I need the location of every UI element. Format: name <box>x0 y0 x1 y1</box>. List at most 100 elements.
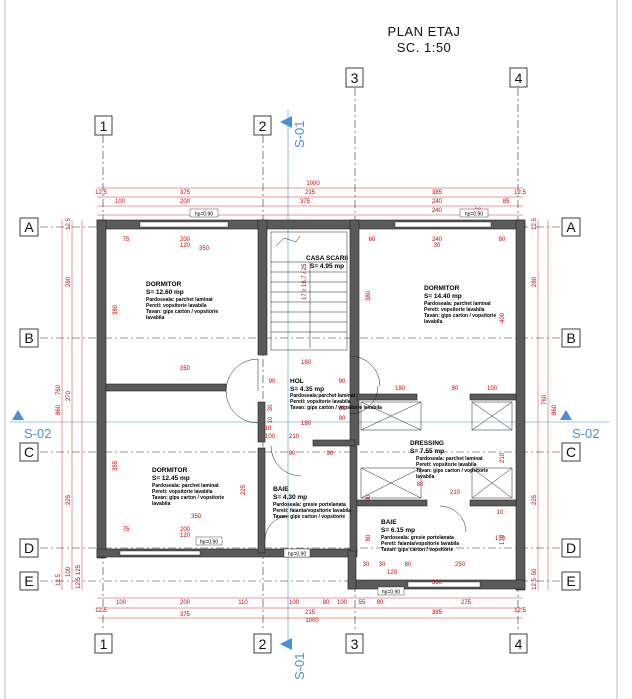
svg-text:375: 375 <box>180 190 191 196</box>
svg-text:4: 4 <box>515 636 523 652</box>
bottom-dimensions-row1: 12.5 100 200 110 100 80 100 55 80 385 27… <box>95 600 526 616</box>
room-dormitor-3: DORMITOR S= 12.45 mp Pardoseala: parchet… <box>152 467 224 507</box>
svg-text:90: 90 <box>327 451 334 457</box>
svg-text:DRESSING: DRESSING <box>410 440 444 447</box>
svg-text:12.5: 12.5 <box>532 578 538 590</box>
axis-marker-B-left: B <box>19 328 39 348</box>
svg-text:100: 100 <box>116 600 127 606</box>
top-dimensions-row1: 12.5 375 215 385 12.5 <box>95 190 526 196</box>
svg-text:30: 30 <box>268 404 274 411</box>
svg-text:Pereti: vopsitorie lavabila: Pereti: vopsitorie lavabila <box>424 307 485 313</box>
svg-text:60: 60 <box>369 237 376 243</box>
svg-text:860: 860 <box>56 404 62 415</box>
svg-text:100: 100 <box>66 566 72 577</box>
axis-marker-B-right: B <box>561 328 581 348</box>
svg-text:12.5: 12.5 <box>532 218 538 230</box>
svg-text:210: 210 <box>450 490 461 496</box>
svg-text:C: C <box>24 444 34 460</box>
hp-label-bottom-mid: hp=0.90 <box>283 548 311 558</box>
room-dressing: DRESSING S= 7.55 mp Pardoseala: parchet … <box>410 440 488 480</box>
svg-text:170: 170 <box>500 534 506 545</box>
axis-marker-E-left: E <box>19 571 39 591</box>
svg-text:Tavan: gips carton / vopsitori: Tavan: gips carton / vopsitorie <box>273 514 345 520</box>
svg-text:Pereti: faianta/vopsitorie lav: Pereti: faianta/vopsitorie lavabila <box>273 508 351 514</box>
axis-marker-E-right: E <box>561 571 581 591</box>
svg-text:90: 90 <box>269 379 276 385</box>
svg-text:275: 275 <box>461 600 472 606</box>
svg-text:3: 3 <box>351 636 359 652</box>
svg-text:50: 50 <box>532 568 538 575</box>
svg-text:lavabila: lavabila <box>152 501 171 507</box>
hp-label-top-left: hp=0.90 <box>189 208 219 218</box>
svg-text:760: 760 <box>56 384 62 395</box>
svg-text:Pardoseala: gresie portelanata: Pardoseala: gresie portelanata <box>273 502 346 508</box>
svg-text:120: 120 <box>180 243 191 249</box>
svg-text:120: 120 <box>180 533 191 539</box>
svg-text:12.5: 12.5 <box>514 190 526 196</box>
svg-text:240: 240 <box>432 199 443 205</box>
room-hol: HOL S= 4.35 mp Pardoseala:parchet lamina… <box>290 378 382 411</box>
svg-text:Pardoseala: parchet laminat: Pardoseala: parchet laminat <box>416 456 483 462</box>
svg-text:125: 125 <box>76 564 82 575</box>
svg-text:180: 180 <box>395 386 406 392</box>
svg-text:CASA SCARII: CASA SCARII <box>306 255 348 262</box>
svg-text:Pereti: faianta/vopsitorie lav: Pereti: faianta/vopsitorie lavabila <box>381 541 459 547</box>
section-label-s01-top: S-01 <box>292 121 307 148</box>
svg-text:1: 1 <box>100 118 108 134</box>
svg-text:4: 4 <box>515 70 523 86</box>
svg-text:225: 225 <box>66 494 72 505</box>
svg-text:210: 210 <box>500 452 506 463</box>
hp-label-top-right: hp=0.90 <box>459 208 489 218</box>
section-arrow-s01-bottom <box>280 638 292 650</box>
top-dimensions-row2: 100 200 375 240 85 <box>115 199 510 205</box>
svg-text:Pereti: vopsitorie lavabila: Pereti: vopsitorie lavabila <box>152 489 213 495</box>
svg-text:30: 30 <box>434 243 441 249</box>
axis-marker-C-left: C <box>19 442 39 462</box>
svg-text:375: 375 <box>180 612 191 618</box>
svg-text:210: 210 <box>289 434 300 440</box>
svg-text:S= 6.15 mp: S= 6.15 mp <box>381 527 415 534</box>
svg-text:375: 375 <box>300 199 311 205</box>
svg-text:120: 120 <box>387 570 398 576</box>
svg-text:225: 225 <box>532 494 538 505</box>
left-dimensions: 12.5 280 270 225 100 12.5 760 860 12.5 1… <box>56 218 82 589</box>
svg-text:400: 400 <box>500 312 506 323</box>
svg-text:12.5: 12.5 <box>514 608 526 614</box>
svg-text:55: 55 <box>359 600 366 606</box>
svg-text:250: 250 <box>455 562 466 568</box>
svg-text:HOL: HOL <box>290 378 304 385</box>
svg-text:360: 360 <box>432 580 443 586</box>
svg-text:hp=0.90: hp=0.90 <box>288 552 306 558</box>
svg-text:75: 75 <box>123 527 130 533</box>
axis-marker-C-right: C <box>561 442 581 462</box>
staircase: 17 x 16.7 / 25 <box>270 231 348 351</box>
svg-text:30: 30 <box>379 562 386 568</box>
svg-text:S= 7.55 mp: S= 7.55 mp <box>410 448 444 455</box>
svg-text:Pardoseala: gresie portelanata: Pardoseala: gresie portelanata <box>381 535 454 541</box>
hp-label-bottom-right: hp=0.90 <box>377 586 405 596</box>
svg-text:DORMITOR: DORMITOR <box>152 467 188 474</box>
room-casa-scarii: CASA SCARII S= 4.95 mp <box>306 255 348 270</box>
svg-text:200: 200 <box>180 527 191 533</box>
right-dimensions: 12.5 280 400 210 225 170 50 12.5 860 760 <box>500 218 558 590</box>
svg-text:100: 100 <box>115 199 126 205</box>
svg-text:Pardoseala: parchet laminat: Pardoseala: parchet laminat <box>146 297 213 303</box>
section-label-s02-left: S-02 <box>24 426 51 441</box>
svg-text:B: B <box>566 330 575 346</box>
svg-text:10: 10 <box>265 426 272 432</box>
svg-text:12.5: 12.5 <box>56 574 62 586</box>
svg-text:Tavan: gips carton / vopsitori: Tavan: gips carton / vopsitorie lavabila <box>290 405 382 411</box>
svg-text:80: 80 <box>323 600 330 606</box>
dressing-closets <box>360 401 513 499</box>
axis-marker-D-left: D <box>19 538 39 558</box>
svg-text:350: 350 <box>180 366 191 372</box>
svg-text:80: 80 <box>499 237 506 243</box>
svg-text:hp=0.90: hp=0.90 <box>382 590 400 596</box>
svg-text:DORMITOR: DORMITOR <box>146 281 182 288</box>
axis-marker-2-bottom: 2 <box>253 633 272 654</box>
svg-text:B: B <box>24 330 33 346</box>
door-swings <box>225 355 467 541</box>
svg-text:280: 280 <box>532 276 538 287</box>
svg-text:180: 180 <box>301 421 312 427</box>
svg-text:200: 200 <box>180 199 191 205</box>
